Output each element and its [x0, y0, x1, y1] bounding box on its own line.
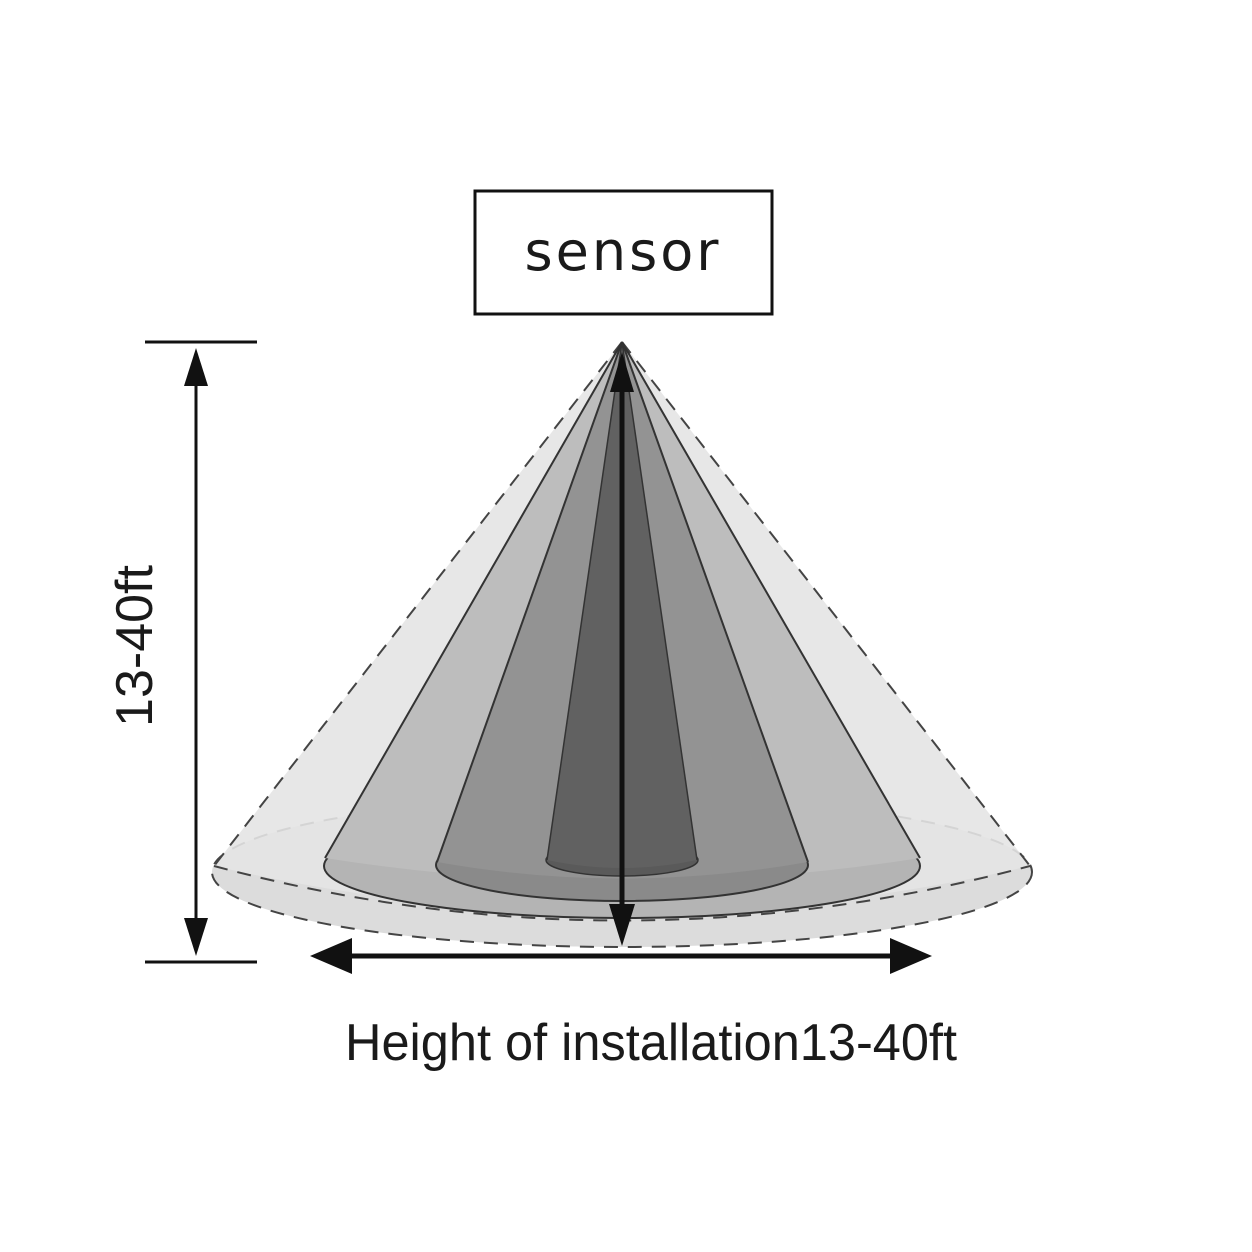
- second-zone-left-edge: [324, 341, 623, 859]
- outer-zone-left-edge: [213, 341, 623, 867]
- vertical-dimension: 13-40ft: [106, 340, 257, 964]
- horizontal-range-arrow: [310, 938, 932, 974]
- sensor-box-frame: [473, 189, 774, 316]
- horizontal-arrow-right-head: [890, 938, 932, 974]
- inner-zone-right-edge: [621, 341, 698, 861]
- sensor-label: sensor: [525, 220, 722, 283]
- inner-zone-left-edge: [546, 341, 623, 861]
- second-zone-right-edge: [621, 341, 921, 859]
- vertical-dimension-label: 13-40ft: [106, 565, 164, 727]
- horizontal-arrow-left-head: [310, 938, 352, 974]
- center-arrow-down-head: [609, 904, 635, 946]
- third-zone-left-edge: [436, 341, 623, 863]
- dimension-down-head: [184, 918, 208, 956]
- installation-caption: Height of installation13-40ft: [345, 1014, 958, 1072]
- center-arrow-up-head: [610, 352, 634, 392]
- outer-zone-right-edge: [621, 341, 1031, 867]
- dimension-up-head: [184, 348, 208, 386]
- third-zone-right-edge: [621, 341, 809, 863]
- sensor-box: sensor: [473, 189, 774, 316]
- center-height-arrow: [609, 352, 635, 946]
